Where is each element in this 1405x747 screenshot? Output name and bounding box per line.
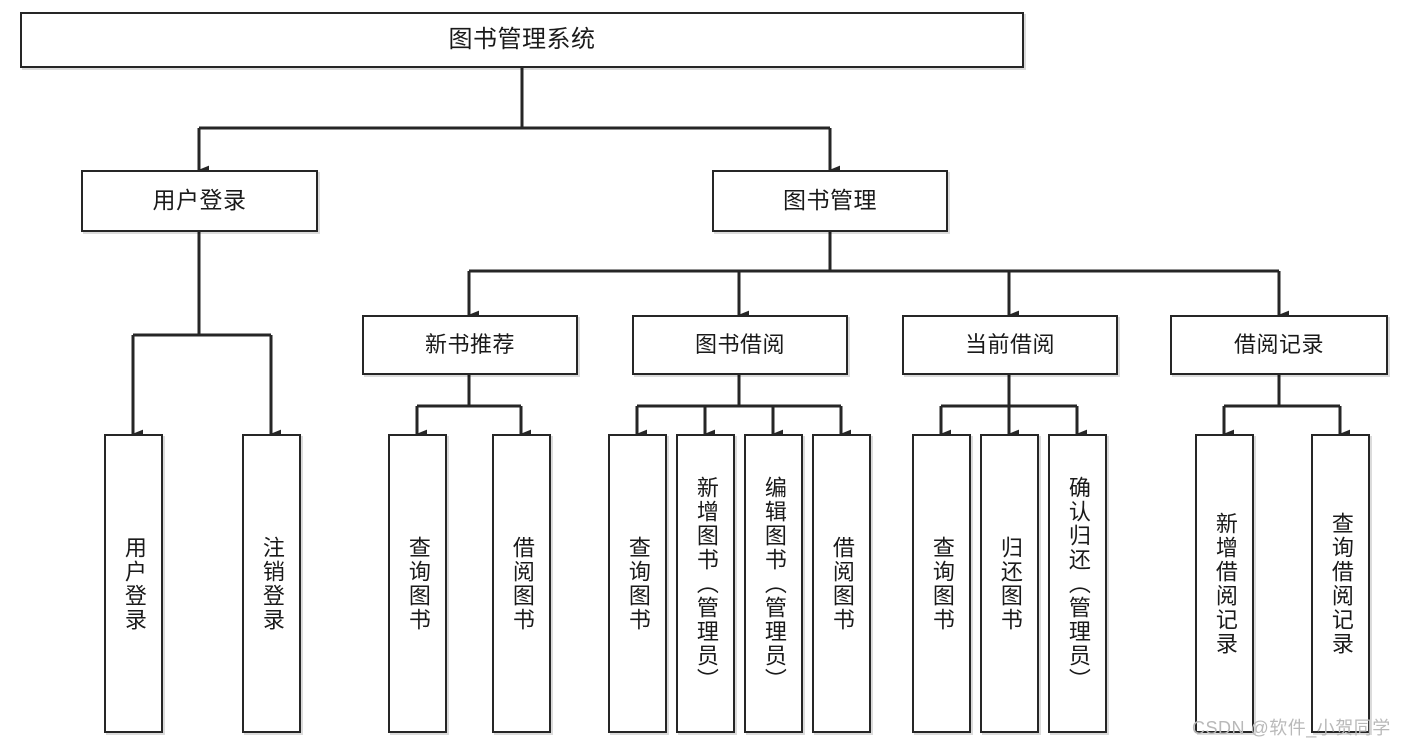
node-label: 编辑图书（管理员）	[761, 475, 787, 692]
node-label: 归还图书	[997, 535, 1023, 632]
node-borrow-records[interactable]: 借阅记录	[1170, 315, 1388, 375]
node-label: 借阅记录	[1233, 332, 1324, 358]
node-label: 用户登录	[121, 535, 147, 632]
leaf-logout[interactable]: 注销登录	[242, 434, 301, 733]
node-new-book-recommend[interactable]: 新书推荐	[362, 315, 578, 375]
node-book-management[interactable]: 图书管理	[712, 170, 948, 232]
node-label: 借阅图书	[829, 535, 855, 632]
leaf-confirm-return-admin[interactable]: 确认归还（管理员）	[1048, 434, 1107, 733]
leaf-add-borrow-record[interactable]: 新增借阅记录	[1195, 434, 1254, 733]
node-label: 当前借阅	[964, 332, 1055, 358]
leaf-edit-book-admin[interactable]: 编辑图书（管理员）	[744, 434, 803, 733]
node-current-borrow[interactable]: 当前借阅	[902, 315, 1118, 375]
node-user-login[interactable]: 用户登录	[81, 170, 318, 232]
node-label: 新增借阅记录	[1212, 511, 1238, 656]
leaf-add-book-admin[interactable]: 新增图书（管理员）	[676, 434, 735, 733]
leaf-query-book-recommend[interactable]: 查询图书	[388, 434, 447, 733]
leaf-return-book[interactable]: 归还图书	[980, 434, 1039, 733]
node-root-library-system[interactable]: 图书管理系统	[20, 12, 1024, 68]
node-label: 查询图书	[625, 535, 651, 632]
node-label: 新书推荐	[424, 332, 515, 358]
node-label: 查询图书	[405, 535, 431, 632]
node-label: 新增图书（管理员）	[693, 475, 719, 692]
leaf-user-login[interactable]: 用户登录	[104, 434, 163, 733]
leaf-borrow-book-recommend[interactable]: 借阅图书	[492, 434, 551, 733]
node-label: 注销登录	[259, 535, 285, 632]
node-label: 确认归还（管理员）	[1065, 475, 1091, 692]
leaf-borrow-book[interactable]: 借阅图书	[812, 434, 871, 733]
leaf-query-borrow-record[interactable]: 查询借阅记录	[1311, 434, 1370, 733]
node-label: 用户登录	[152, 187, 247, 214]
node-label: 图书管理	[783, 187, 877, 214]
node-book-borrow[interactable]: 图书借阅	[632, 315, 848, 375]
node-label: 图书借阅	[694, 332, 785, 358]
node-label: 查询借阅记录	[1328, 511, 1354, 656]
leaf-query-book-borrow[interactable]: 查询图书	[608, 434, 667, 733]
node-label: 借阅图书	[509, 535, 535, 632]
node-label: 图书管理系统	[448, 25, 596, 53]
leaf-query-book-current[interactable]: 查询图书	[912, 434, 971, 733]
node-label: 查询图书	[929, 535, 955, 632]
